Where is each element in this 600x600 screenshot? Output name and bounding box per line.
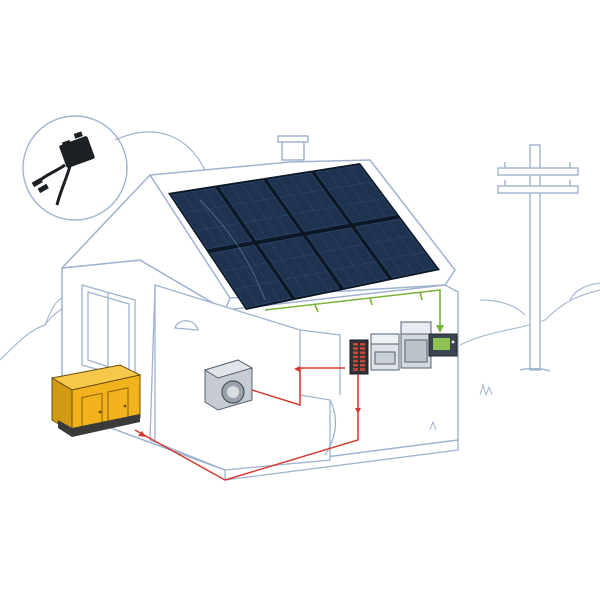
battery-unit: [370, 333, 400, 371]
panel-cell-line: [183, 205, 228, 214]
panel-cell-line: [278, 177, 316, 230]
panel-cell-line: [195, 223, 240, 232]
panel-cell-line: [280, 240, 318, 293]
panel-cell-line: [366, 224, 404, 276]
breaker-switch: [360, 343, 365, 346]
breaker-switch: [360, 368, 365, 371]
panel-cell-line: [291, 238, 329, 291]
breaker-switch: [353, 368, 358, 371]
panel-cell-line: [221, 251, 258, 306]
panel-cell-line: [231, 197, 276, 206]
optimizer-device: [31, 131, 95, 206]
inset-connector-line: [114, 131, 206, 171]
panel-cell-line: [337, 168, 375, 219]
panel-cell-line: [283, 270, 328, 280]
grass-marks: [429, 383, 493, 431]
utility-pole: [497, 144, 579, 372]
breaker-switch: [360, 347, 365, 350]
panel-cell-line: [289, 176, 327, 228]
panel-cell-line: [182, 193, 219, 248]
roof-edge: [149, 159, 456, 299]
house-gable: [61, 174, 231, 311]
panel-cell-line: [328, 231, 366, 284]
ac-wiring: [134, 366, 361, 481]
inverter-display: [428, 333, 458, 357]
panel-cell-line: [193, 191, 230, 246]
panel-cell-line: [204, 189, 241, 244]
panel-cell-line: [279, 189, 324, 198]
breaker-switch: [353, 343, 358, 346]
breaker-switch: [353, 364, 358, 367]
breaker-switch: [360, 351, 365, 354]
panel-cell-line: [271, 253, 315, 263]
battery-unit: [400, 321, 432, 369]
breaker-switch: [360, 355, 365, 359]
panel-cell-line: [300, 174, 338, 226]
panel-cell-line: [252, 182, 289, 235]
panel-cell-line: [222, 262, 267, 272]
breaker-switch: [353, 347, 358, 350]
panel-cell-line: [234, 280, 279, 290]
panel-cell-line: [243, 214, 288, 223]
panel-cell-line: [348, 166, 386, 217]
panel-cell-line: [328, 181, 372, 190]
backup-generator: [50, 364, 142, 437]
breaker-switch: [360, 359, 365, 363]
panel-cell-line: [326, 170, 364, 221]
panel-reflection: [199, 199, 266, 301]
wall-lamp: [174, 320, 199, 331]
panel-cell-line: [319, 244, 364, 254]
breaker-switch: [353, 351, 358, 354]
panel-cell-line: [318, 233, 355, 286]
panel-cell-line: [339, 229, 377, 281]
panel-cell-line: [269, 242, 307, 296]
panel-cell-line: [340, 198, 384, 207]
panel-optimizer-inset: [22, 115, 128, 221]
panel-cell-line: [331, 261, 376, 271]
panel-cell-line: [292, 206, 336, 215]
panel-cell-line: [380, 251, 424, 261]
breaker-switch: [353, 355, 358, 359]
panel-cell-line: [241, 183, 279, 237]
chimney: [281, 139, 305, 161]
battery-storage: [370, 321, 432, 371]
panel-cell-line: [367, 235, 412, 245]
panel-cell-line: [388, 220, 426, 271]
panel-cell-line: [377, 222, 415, 274]
breaker-switch: [360, 364, 365, 367]
roof-solar-array: [168, 163, 440, 310]
dc-wiring: [264, 289, 444, 333]
breaker-switch: [353, 359, 358, 363]
panel-cell-line: [230, 185, 268, 239]
distribution-panel: [349, 339, 369, 375]
panel-cell-line: [243, 247, 280, 301]
washing-machine: [203, 359, 254, 411]
